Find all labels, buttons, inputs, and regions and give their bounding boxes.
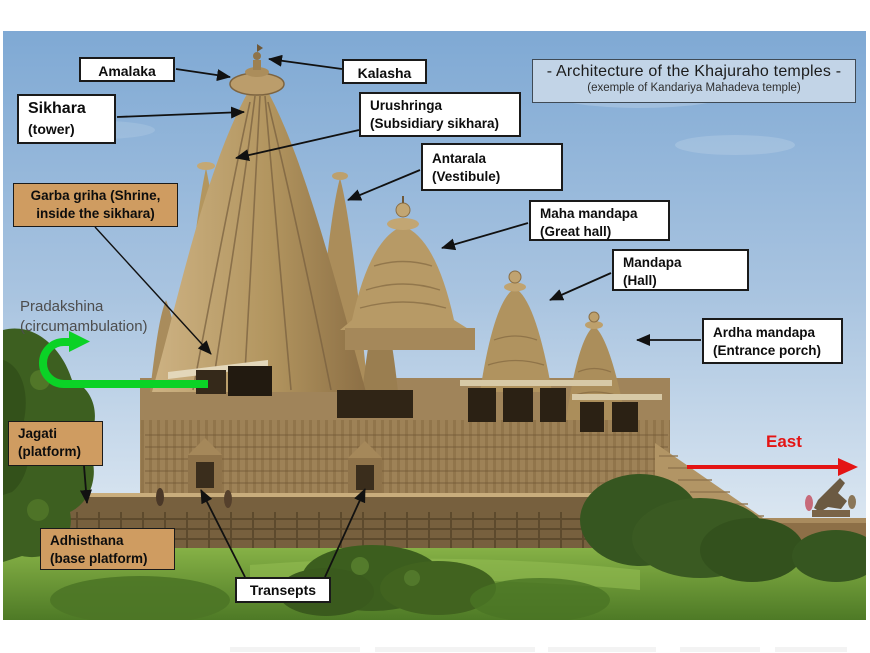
label-jagati: Jagati (platform): [8, 421, 103, 466]
title-box: - Architecture of the Khajuraho temples …: [532, 59, 856, 103]
label-garba-griha: Garba griha (Shrine, inside the sikhara): [13, 183, 178, 227]
bottom-faint-strip: [775, 647, 847, 652]
label-adhisthana: Adhisthana (base platform): [40, 528, 175, 570]
label-sikhara: Sikhara (tower): [17, 94, 116, 144]
bottom-faint-strip: [548, 647, 656, 652]
bottom-faint-strip: [375, 647, 535, 652]
label-pradakshina: Pradakshina (circumambulation): [20, 298, 148, 336]
bottom-faint-strip: [230, 647, 360, 652]
label-east: East: [766, 432, 802, 451]
title-line2: (exemple of Kandariya Mahadeva temple): [587, 82, 801, 94]
label-mandapa: Mandapa (Hall): [612, 249, 749, 291]
label-ardha-mandapa: Ardha mandapa (Entrance porch): [702, 318, 843, 364]
title-line1: - Architecture of the Khajuraho temples …: [546, 63, 842, 80]
label-transepts: Transepts: [235, 577, 331, 603]
bottom-faint-strip: [680, 647, 760, 652]
label-antarala: Antarala (Vestibule): [421, 143, 563, 191]
label-amalaka: Amalaka: [79, 57, 175, 82]
label-urushringa: Urushringa (Subsidiary sikhara): [359, 92, 521, 137]
label-kalasha: Kalasha: [342, 59, 427, 84]
label-maha-mandapa: Maha mandapa (Great hall): [529, 200, 670, 241]
